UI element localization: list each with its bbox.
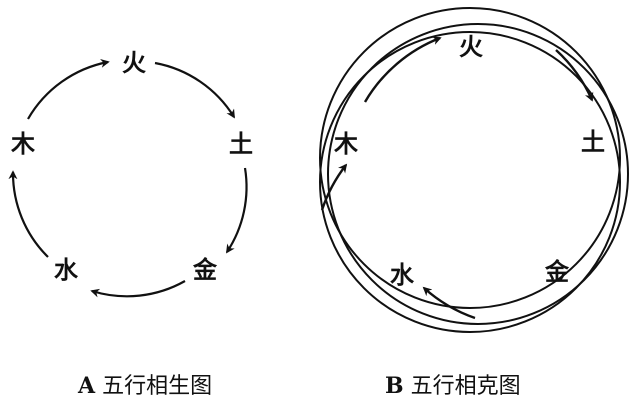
restraint-circle-right — [327, 23, 629, 325]
arrow-wood-to-fire — [27, 58, 110, 120]
node-water-a: 水 — [54, 256, 79, 284]
node-earth-b: 土 — [581, 128, 605, 156]
node-fire-a: 火 — [122, 49, 146, 77]
restraint-circle-left — [319, 31, 621, 333]
restraint-circle-top — [319, 7, 621, 309]
arrow-earth-to-metal — [226, 167, 248, 254]
arrow-fire-to-earth — [154, 61, 235, 119]
arrow-to-earth — [555, 49, 594, 102]
node-wood-b: 木 — [333, 130, 359, 158]
node-fire-b: 火 — [459, 33, 483, 61]
arrow-to-fire — [363, 36, 442, 103]
arrow-metal-to-water — [90, 280, 186, 298]
node-earth-a: 土 — [229, 130, 253, 158]
node-metal-a: 金 — [192, 256, 218, 284]
node-metal-b: 金 — [544, 258, 570, 286]
arrow-to-water — [422, 286, 476, 320]
caption-a-letter: A — [78, 373, 96, 399]
arrow-water-to-wood — [8, 170, 49, 258]
caption-a-text: 五行相生图 — [102, 374, 213, 399]
node-wood-a: 木 — [10, 130, 36, 158]
caption-generating-cycle: A 五行相生图 — [78, 368, 212, 400]
arrow-to-wood — [320, 163, 348, 211]
caption-b-text: 五行相克图 — [410, 374, 521, 399]
generating-cycle-diagram: 火 土 金 水 木 — [8, 49, 253, 298]
caption-b-letter: B — [385, 373, 404, 399]
restraining-cycle-diagram: 火 土 金 水 木 — [319, 7, 629, 333]
node-water-b: 水 — [390, 261, 415, 289]
caption-restraining-cycle: B 五行相克图 — [385, 368, 521, 400]
